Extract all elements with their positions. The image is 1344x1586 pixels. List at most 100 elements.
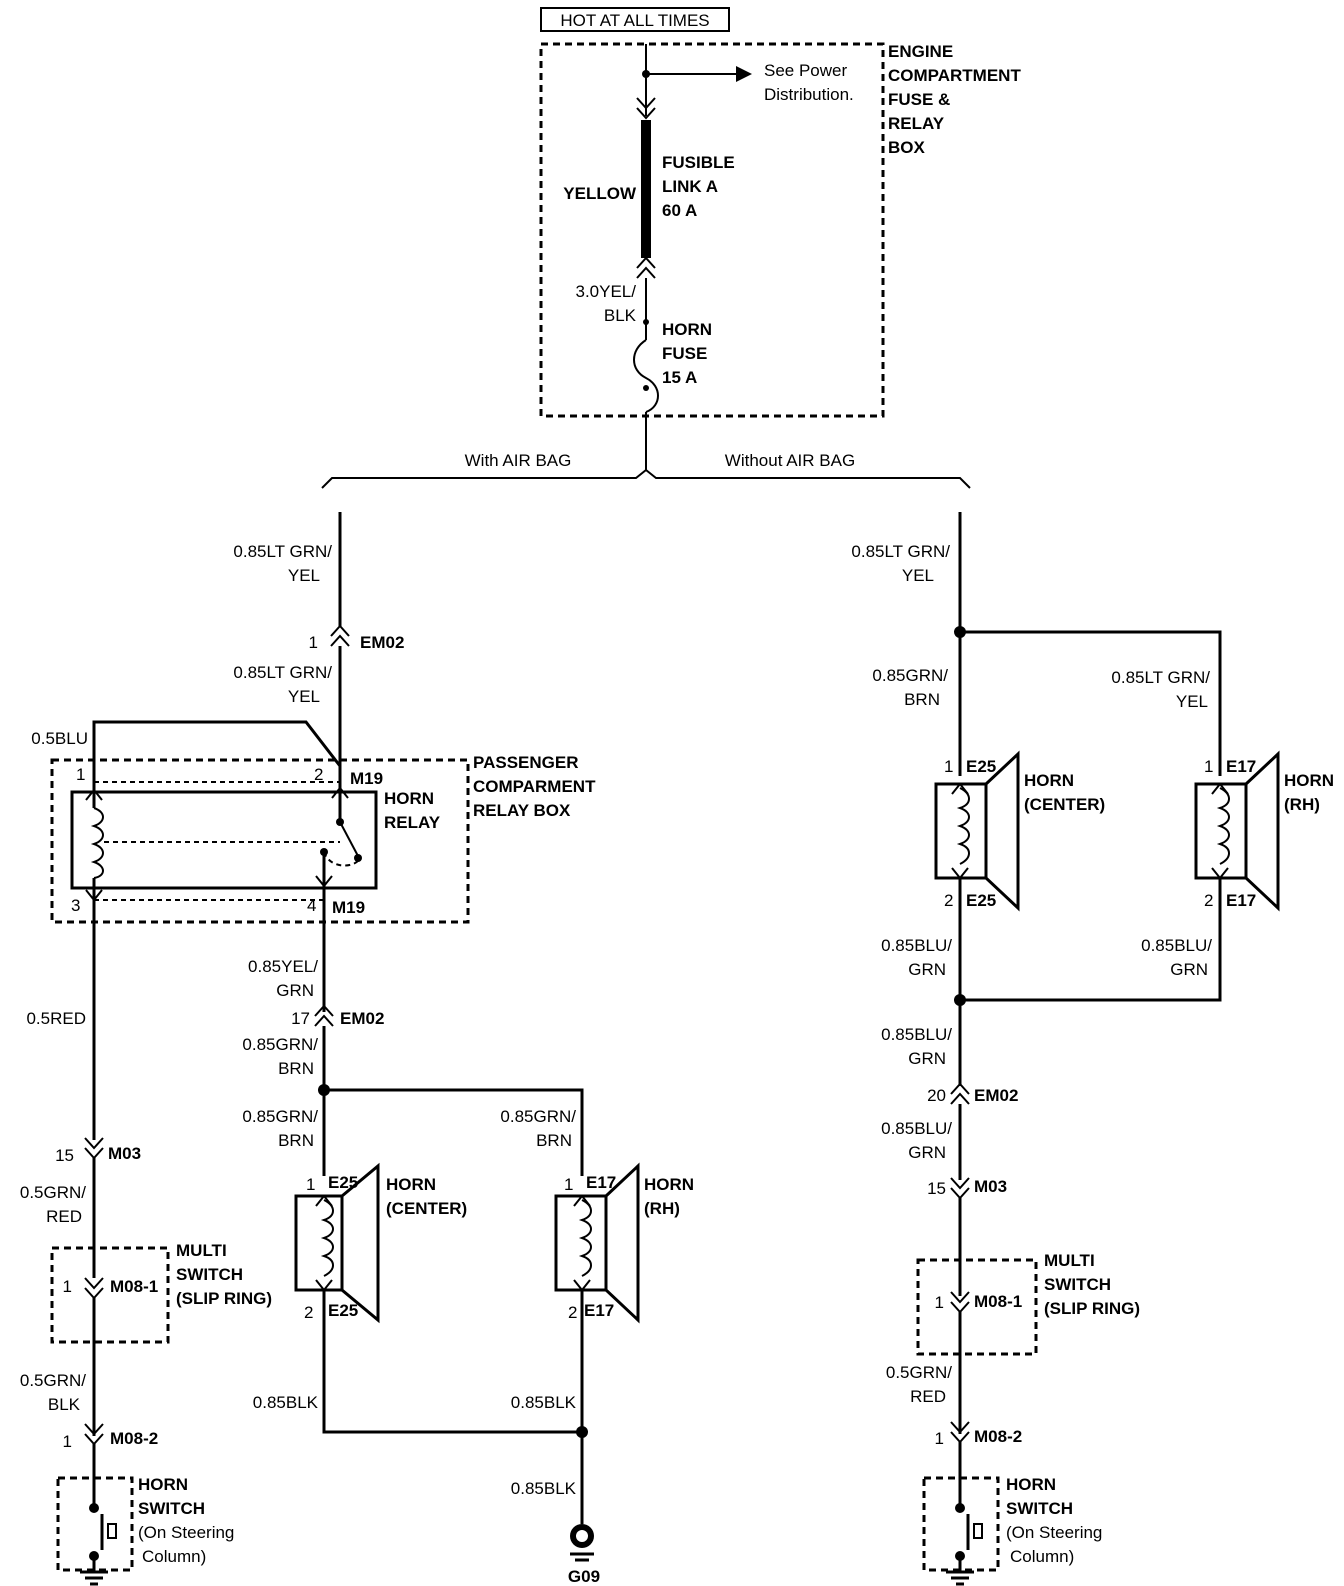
wire-label: 0.85BLU/ [881,1119,952,1138]
connector-label: EM02 [340,1009,384,1028]
pin-number: 2 [314,765,323,784]
wire-label: 0.85BLK [253,1393,319,1412]
hot-label-box [540,7,730,32]
wire-label: RED [46,1207,82,1226]
connector-chevron-icon [330,624,350,647]
pin-number: 1 [63,1277,72,1296]
svg-text:RELAY: RELAY [888,114,945,133]
multi-switch-outline [50,1246,170,1344]
ground-icon [946,1570,974,1586]
pin-number: 1 [76,765,85,784]
pin-number: 1 [63,1432,72,1451]
wire-label: GRN [1170,960,1208,979]
svg-text:Column): Column) [1010,1547,1074,1566]
svg-text:HORN: HORN [138,1475,188,1494]
connector-chevron-icon [950,1082,970,1105]
pin-number: 1 [306,1175,315,1194]
relay-switch-icon [104,766,362,900]
fusible-link-label-3: 60 A [662,201,697,220]
connector-chevron-icon [636,256,656,279]
horn-rh-label: HORN [1284,771,1334,790]
pin-number: 1 [944,757,953,776]
pin-number: 1 [564,1175,573,1194]
wire-label: 0.85LT GRN/ [851,542,950,561]
horn-center-label-2: (CENTER) [386,1199,467,1218]
horn-center-left [294,1162,380,1324]
svg-text:SWITCH: SWITCH [138,1499,205,1518]
svg-text:RELAY BOX: RELAY BOX [473,801,571,820]
connector-label: EM02 [360,633,404,652]
connector-label: M03 [108,1144,141,1163]
wire-label: 0.5BLU [31,729,88,748]
horn-switch-icon [955,1442,983,1572]
wire-label: 0.5RED [26,1009,86,1028]
horn-switch-label: HORN SWITCH (On Steering Column) [1006,1475,1102,1566]
connector-label: M08-2 [974,1427,1022,1446]
wire-label: 0.5GRN/ [20,1183,86,1202]
wire-label: 0.85LT GRN/ [233,663,332,682]
passenger-relay-box-label: PASSENGER COMPARMENT RELAY BOX [473,753,596,820]
pin-number: 20 [927,1086,946,1105]
without-airbag-label: Without AIR BAG [725,451,855,470]
wire-label: YEL [1176,692,1208,711]
connector-label: E17 [584,1301,614,1320]
pin-number: 15 [55,1146,74,1165]
splice-dot [576,1426,588,1438]
horn-rh-label: HORN [644,1175,694,1194]
arrow-right-icon [736,66,752,82]
svg-text:SWITCH: SWITCH [176,1265,243,1284]
connector-label: E17 [586,1173,616,1192]
wire-label: 0.85BLK [511,1479,577,1498]
connector-label: E25 [328,1173,358,1192]
connector-label: E25 [966,757,996,776]
svg-text:FUSE &: FUSE & [888,90,950,109]
pin-number: 1 [935,1293,944,1312]
fusible-link-a [641,120,651,258]
relay-coil-icon [85,782,104,902]
horn-relay-label-2: RELAY [384,813,441,832]
wire-label: 0.85GRN/ [872,666,948,685]
pin-number: 2 [568,1303,577,1322]
wire-label: 0.85GRN/ [500,1107,576,1126]
connector-label: M08-1 [974,1292,1022,1311]
horn-center-label: HORN [1024,771,1074,790]
svg-text:MULTI: MULTI [1044,1251,1095,1270]
see-power-text: See Power [764,61,847,80]
horn-fuse-label-2: FUSE [662,344,707,363]
pin-number: 1 [1204,757,1213,776]
wire-label: YEL [902,566,934,585]
horn-relay-label: HORN [384,789,434,808]
pin-number: 4 [307,896,316,915]
wire-label: 0.85YEL/ [248,957,318,976]
svg-text:COMPARTMENT: COMPARTMENT [888,66,1021,85]
pin-number: 15 [927,1179,946,1198]
connector-label: M08-2 [110,1429,158,1448]
pin-number: 1 [309,633,318,652]
horn-rh-right [1194,750,1280,912]
connector-label: M08-1 [110,1277,158,1296]
svg-text:HORN: HORN [1006,1475,1056,1494]
wire-label: 0.5GRN/ [886,1363,952,1382]
hot-label: HOT AT ALL TIMES [560,11,709,30]
ground-g09-icon [570,1524,594,1562]
wire-label: YEL [288,566,320,585]
connector-label: E17 [1226,757,1256,776]
connector-label: M19 [350,769,383,788]
wire-label: 0.85BLU/ [881,1025,952,1044]
connector-label: EM02 [974,1086,1018,1105]
horn-fuse-icon [633,339,659,413]
pin-number: 1 [935,1429,944,1448]
wire-label: RED [910,1387,946,1406]
wire-label: 0.85LT GRN/ [233,542,332,561]
engine-fuse-box-outline [539,42,885,418]
wire-label: 3.0YEL/ [576,282,637,301]
svg-text:(On Steering: (On Steering [1006,1523,1102,1542]
wire-label: YEL [288,687,320,706]
horn-center-right [934,750,1020,912]
wire-label: BLK [604,306,637,325]
passenger-relay-box-outline [50,758,470,924]
connector-chevron-icon [314,1004,334,1027]
svg-text:SWITCH: SWITCH [1006,1499,1073,1518]
horn-center-label: HORN [386,1175,436,1194]
